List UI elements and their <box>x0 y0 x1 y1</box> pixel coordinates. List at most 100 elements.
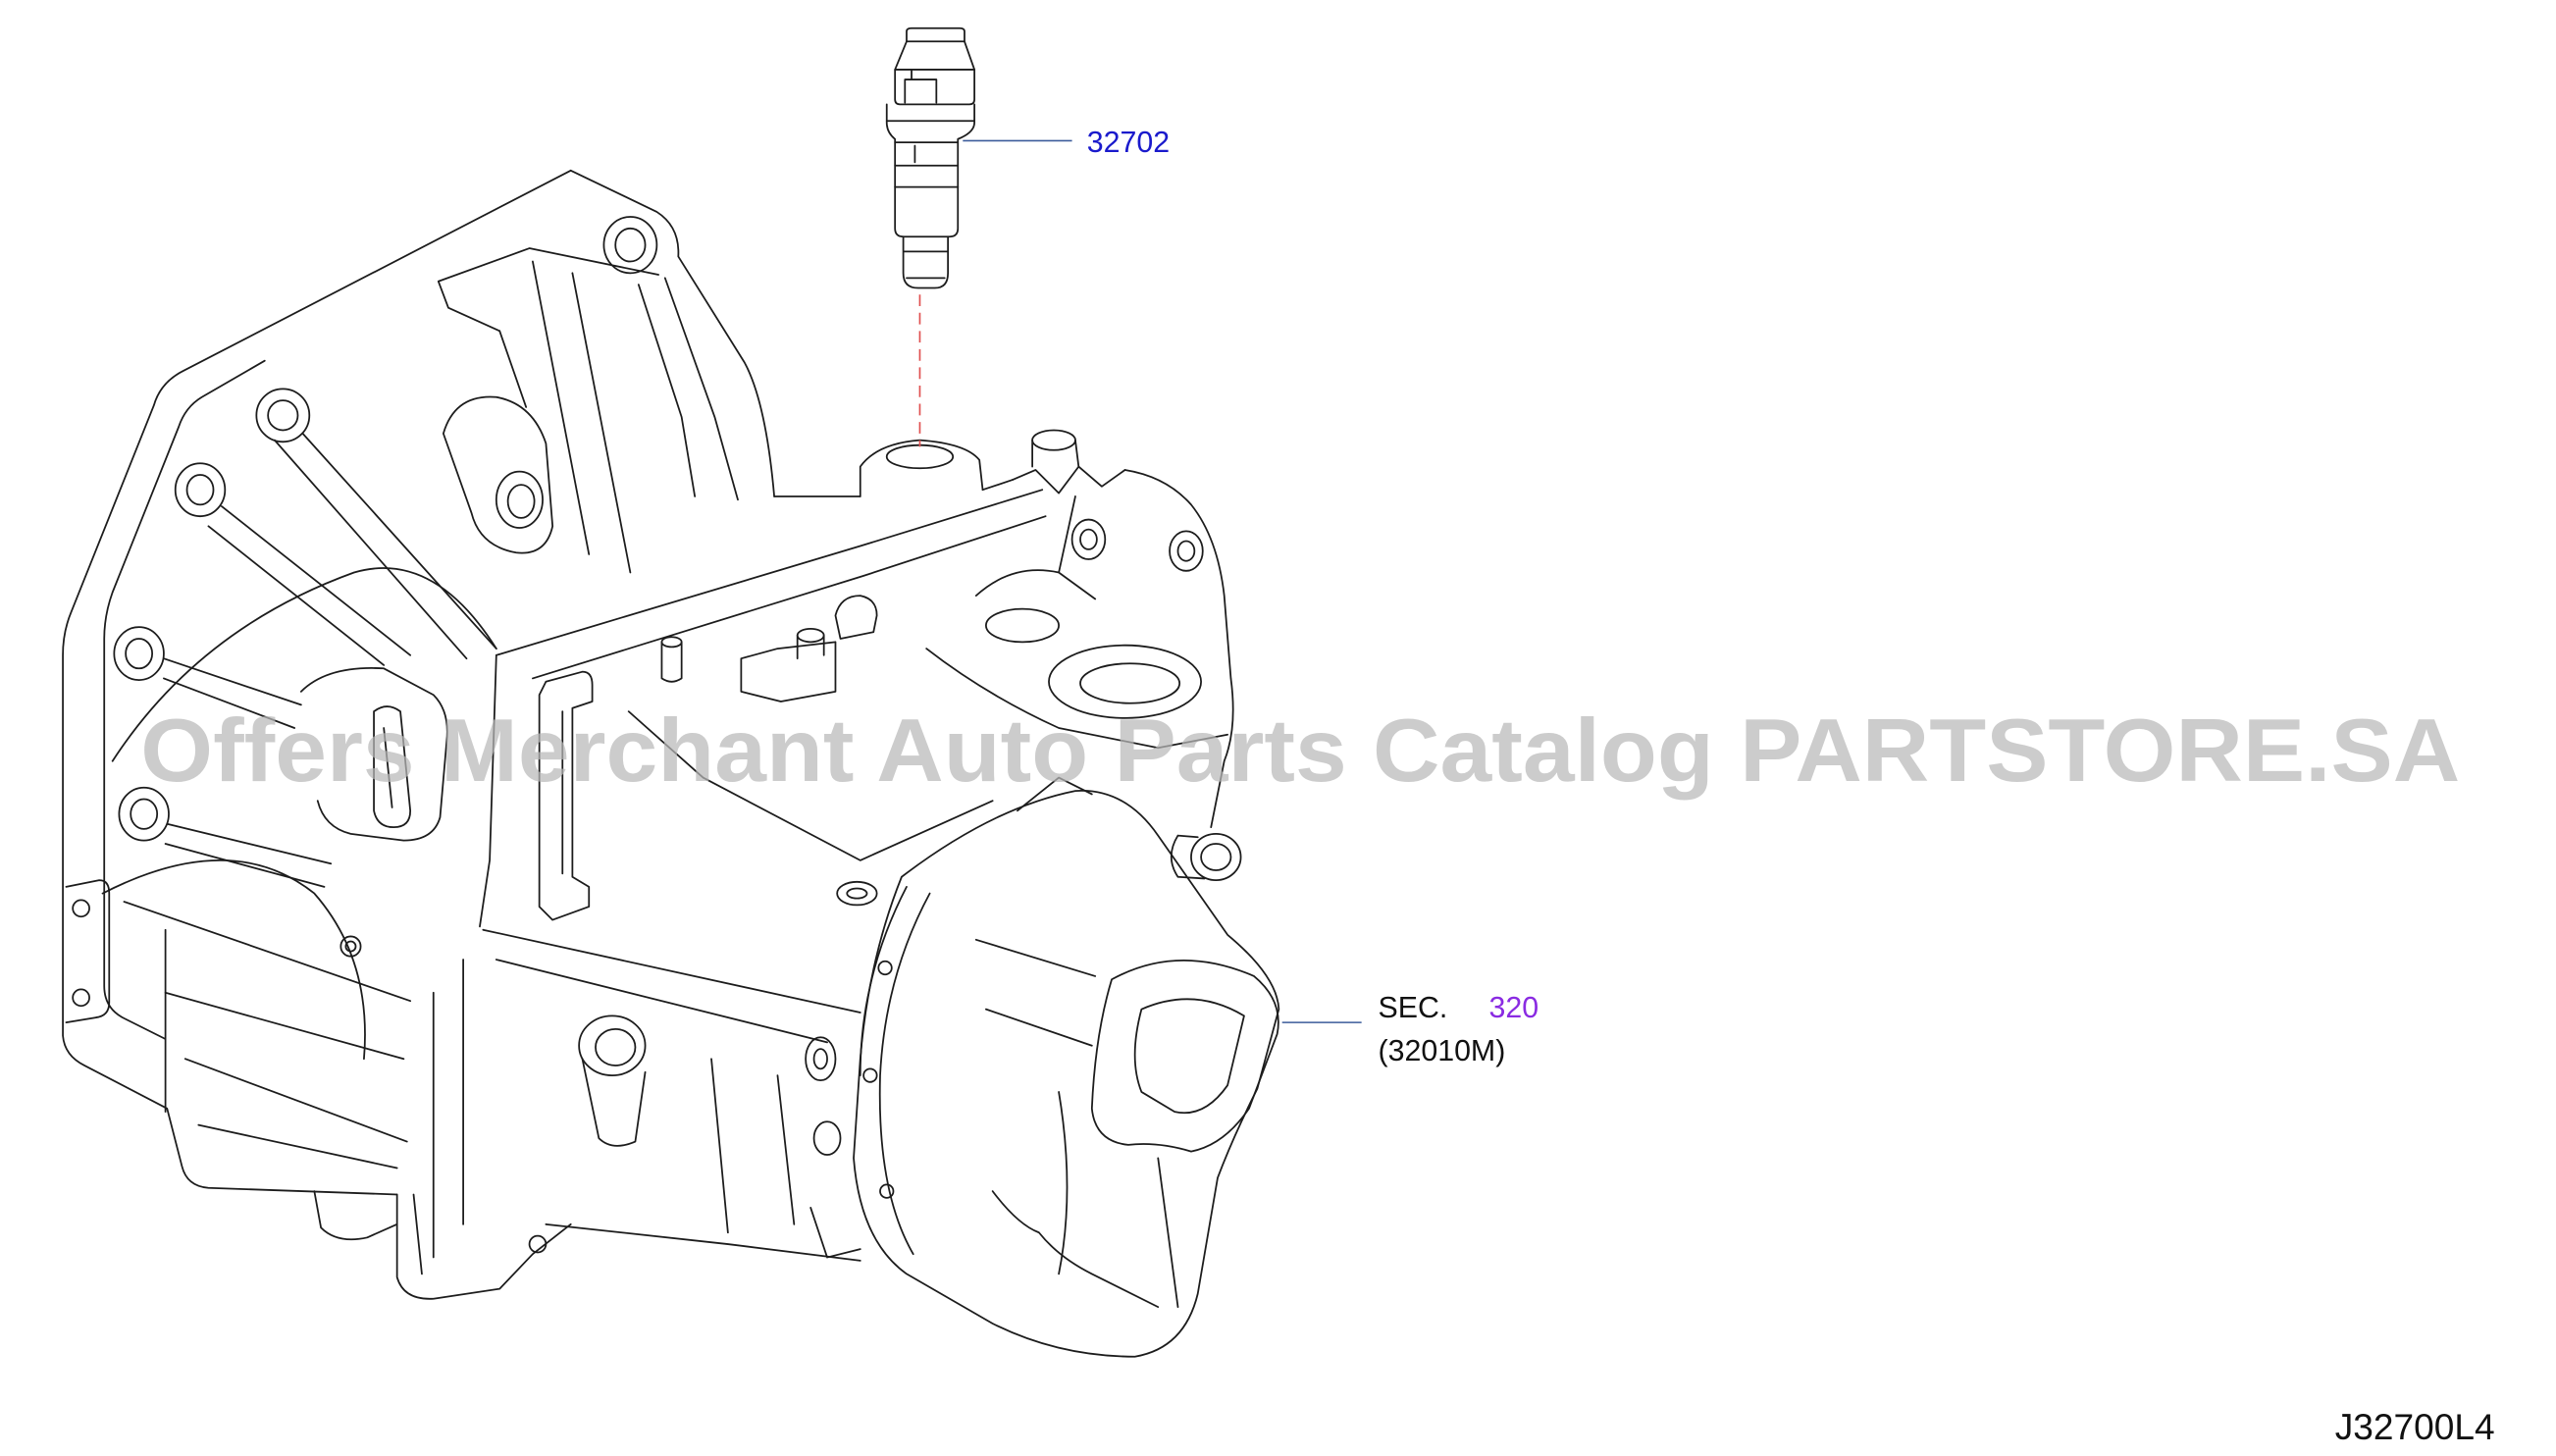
housing-face-rib <box>164 843 326 888</box>
clutch-fork-slot-inner <box>383 727 393 808</box>
bell-housing-top-ledge <box>437 247 659 333</box>
housing-bottom-lug <box>313 1190 398 1241</box>
bell-housing-right-edge <box>569 169 775 497</box>
case-end-bolt-boss <box>1070 518 1107 560</box>
case-split-line <box>495 959 828 1044</box>
case-split-line <box>482 928 861 1014</box>
housing-face-rib <box>301 432 497 650</box>
case-front-bolt-boss <box>805 1036 837 1082</box>
rear-cover-bolt <box>862 1067 878 1083</box>
case-lower-boss-body <box>581 1058 647 1147</box>
housing-lug-hole <box>72 988 90 1008</box>
clutch-fork-slot <box>373 705 412 829</box>
figure-code: J32700L4 <box>2335 1406 2495 1447</box>
clutch-fork-opening <box>299 667 448 842</box>
dowel-tube-boss <box>442 395 554 554</box>
case-top-edge <box>773 479 1014 497</box>
bracket-boss-top <box>796 627 825 644</box>
case-end-recess <box>985 607 1060 644</box>
housing-face-rib <box>221 505 412 656</box>
case-bottom-hole <box>528 1234 548 1254</box>
section-reference: SEC. 320 (32010M) <box>1379 992 1539 1067</box>
case-top-boss-face <box>1031 429 1076 451</box>
breather-pin <box>660 641 683 683</box>
shift-lever-bracket <box>538 670 594 921</box>
drive-shaft-opening <box>1048 644 1202 719</box>
case-top-bracket <box>740 641 837 702</box>
catalog-watermark: Offers Merchant Auto Parts Catalog PARTS… <box>140 702 2460 801</box>
speed-sensor-part <box>885 26 975 289</box>
case-side-boss <box>1190 833 1242 882</box>
section-prefix: SEC. <box>1379 992 1448 1024</box>
rear-cover-bolt <box>879 1183 895 1199</box>
case-right-face-line <box>974 495 1097 600</box>
flange-bolt-boss <box>174 462 227 518</box>
bell-housing-outline <box>62 169 572 1196</box>
flange-bolt-boss <box>118 786 170 842</box>
bell-housing-rib <box>498 330 528 408</box>
housing-face-rib <box>163 657 302 706</box>
housing-face-rib <box>164 991 405 1061</box>
bell-housing-rib <box>571 272 632 574</box>
sensor-body-band <box>885 120 975 164</box>
housing-lug-hole <box>72 899 90 918</box>
bell-housing-inner-lip <box>103 359 266 1040</box>
case-lower-boss <box>578 1014 647 1076</box>
dowel-tube-ring <box>495 470 544 529</box>
bell-housing-rib <box>532 260 591 555</box>
case-front-boss-hole <box>846 887 868 900</box>
sensor-barrel <box>894 164 960 238</box>
case-flange-notch <box>1011 465 1126 494</box>
housing-small-hole <box>339 935 362 958</box>
sensor-connector-latch <box>906 26 965 43</box>
rear-cover-bolt <box>877 960 893 976</box>
flange-bolt-hole <box>130 798 159 830</box>
housing-face-rib <box>197 1123 398 1170</box>
flange-bolt-boss <box>602 216 658 275</box>
part-number-link[interactable]: 32702 <box>1087 127 1170 159</box>
sensor-mounting-hole <box>885 443 955 470</box>
flange-bolt-boss <box>255 388 311 443</box>
drive-shaft-opening-inner <box>1079 662 1181 704</box>
housing-bowl-edge <box>111 567 497 762</box>
case-bottom-edge <box>545 1222 861 1262</box>
rear-cover-contour <box>991 1190 1160 1309</box>
case-top-rail <box>532 515 1047 680</box>
housing-side-lug <box>65 879 111 1024</box>
sensor-connector-tab <box>904 69 938 104</box>
housing-face-rib <box>274 439 468 660</box>
flange-bolt-hole <box>185 474 215 506</box>
case-right-lower-edge <box>925 648 1228 750</box>
housing-bowl-edge <box>101 859 366 1061</box>
case-side-boss-hole <box>1200 843 1232 871</box>
case-side-boss-body <box>1170 834 1206 880</box>
case-bottom-left-edge <box>395 1193 572 1300</box>
case-top-boss <box>1031 439 1080 468</box>
case-front-bolt-hole <box>812 1048 828 1070</box>
case-top-protrusion <box>834 595 878 640</box>
flange-bolt-boss <box>113 626 165 681</box>
bell-housing <box>62 169 775 1241</box>
bracket-boss-body <box>796 634 825 660</box>
rear-cover-pad <box>1090 959 1279 1153</box>
case-end-bolt-hole <box>1079 528 1098 550</box>
rear-cover-flange <box>878 892 931 1256</box>
rear-cover <box>853 776 1280 1358</box>
case-lower-boss-hole <box>595 1027 637 1066</box>
housing-face-rib <box>166 822 333 865</box>
sensor-tip <box>902 235 950 289</box>
case-ledge-line <box>627 710 994 861</box>
case-lower-line <box>776 1074 796 1225</box>
sensor-body <box>885 103 975 167</box>
section-number-link[interactable]: 320 <box>1488 992 1539 1024</box>
rear-cover-pad-inner <box>1133 998 1245 1115</box>
rear-cover-contour <box>1157 1157 1179 1309</box>
transmission-case <box>395 429 1242 1300</box>
case-lower-line <box>710 1058 729 1234</box>
case-front-bolt-boss <box>812 1120 842 1156</box>
case-end-bolt-boss <box>1169 530 1204 572</box>
case-right-end-outline <box>1123 469 1234 829</box>
rear-cover-flange <box>859 885 908 1076</box>
case-front-left-edge <box>479 653 497 928</box>
